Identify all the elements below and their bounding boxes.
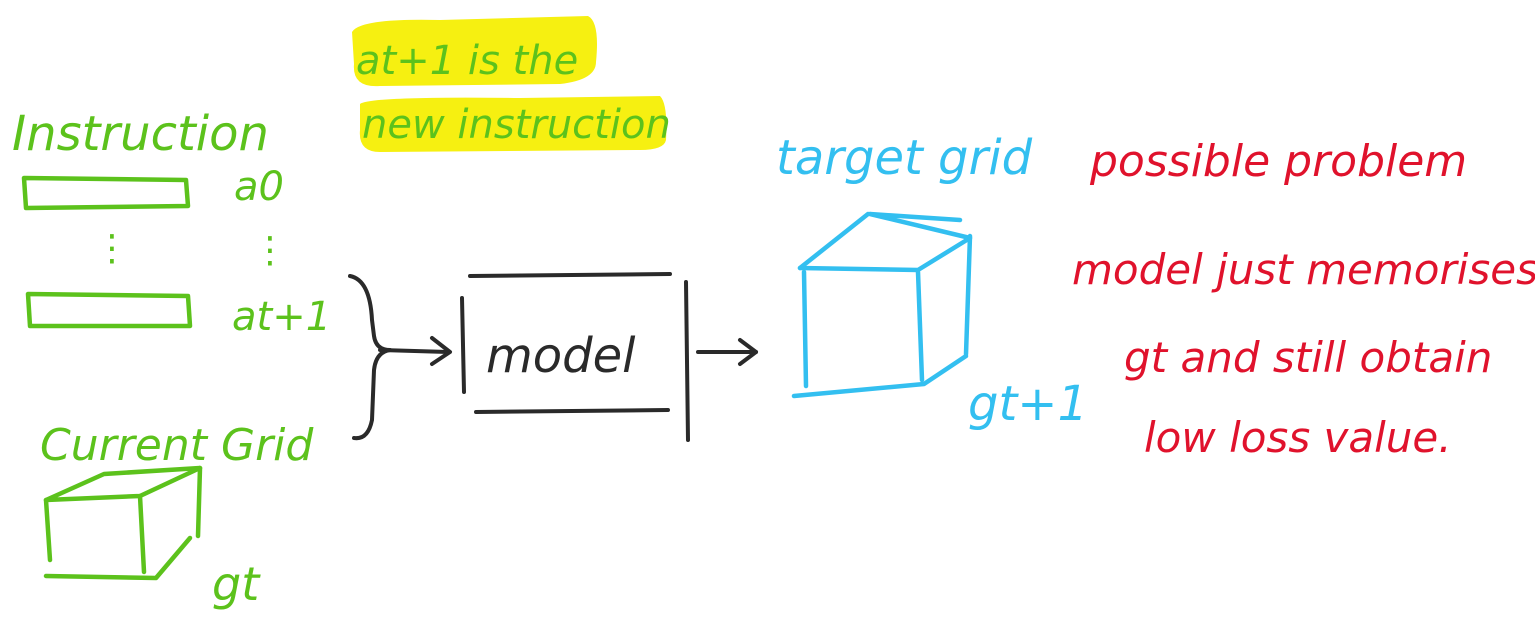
target-cube-bottom: [791, 353, 969, 399]
target-cube-top: [797, 211, 973, 273]
instruction-dots-right: ⋮: [252, 230, 288, 271]
current-grid-title: Current Grid: [40, 420, 314, 471]
output-arrow: [696, 338, 758, 366]
current-cube-left-edge: [43, 497, 53, 563]
model-box-bottom: [474, 408, 670, 414]
target-grid-block: target grid gt+1: [776, 130, 1088, 432]
problem-line-2: gt and still obtain: [1124, 333, 1492, 382]
target-cube-back-edge: [963, 233, 973, 357]
target-grid-title: target grid: [776, 130, 1033, 186]
target-cube-top-left: [797, 211, 871, 271]
instruction-block: Instruction a0 ⋮ ⋮ at+1: [12, 106, 331, 340]
problem-block: possible problem model just memorises gt…: [1072, 136, 1535, 462]
input-brace: [348, 274, 452, 441]
input-arrow-head: [430, 336, 452, 366]
current-cube-bottom: [43, 535, 193, 581]
note-highlight-line2: [359, 96, 667, 152]
note-highlight-line1: [352, 16, 597, 87]
problem-line-1: model just memorises: [1072, 245, 1535, 294]
model-box-left: [460, 296, 466, 394]
input-arrow-shaft: [378, 348, 450, 354]
current-cube-top: [43, 465, 203, 503]
instruction-dots-left: ⋮: [94, 228, 130, 269]
instruction-first-label: a0: [234, 164, 284, 210]
problem-heading: possible problem: [1089, 136, 1467, 187]
model-box-top: [468, 272, 672, 278]
target-cube-left-edge: [801, 269, 809, 389]
instruction-last-label: at+1: [232, 294, 331, 340]
note-line1: at+1 is the: [356, 38, 578, 84]
instruction-bar-last: [25, 291, 193, 329]
instruction-title: Instruction: [12, 106, 269, 162]
current-cube-back-edge: [195, 465, 203, 539]
model-block: model: [460, 272, 690, 442]
current-grid-label: gt: [212, 557, 261, 611]
current-grid-block: Current Grid gt: [40, 420, 314, 611]
note-line2: new instruction: [362, 102, 671, 148]
instruction-bar-first: [21, 175, 191, 211]
note-highlight: at+1 is the new instruction: [352, 16, 671, 152]
model-box-right: [684, 280, 690, 442]
problem-line-3: low loss value.: [1144, 413, 1452, 462]
output-arrow-head: [738, 338, 758, 366]
current-cube-front-edge: [137, 493, 147, 575]
target-grid-label: gt+1: [968, 376, 1088, 432]
current-grid-cube: [43, 465, 203, 581]
model-label: model: [486, 328, 636, 384]
target-grid-cube: [791, 211, 973, 399]
target-cube-front-edge: [915, 269, 925, 383]
input-brace-curve: [348, 274, 392, 441]
